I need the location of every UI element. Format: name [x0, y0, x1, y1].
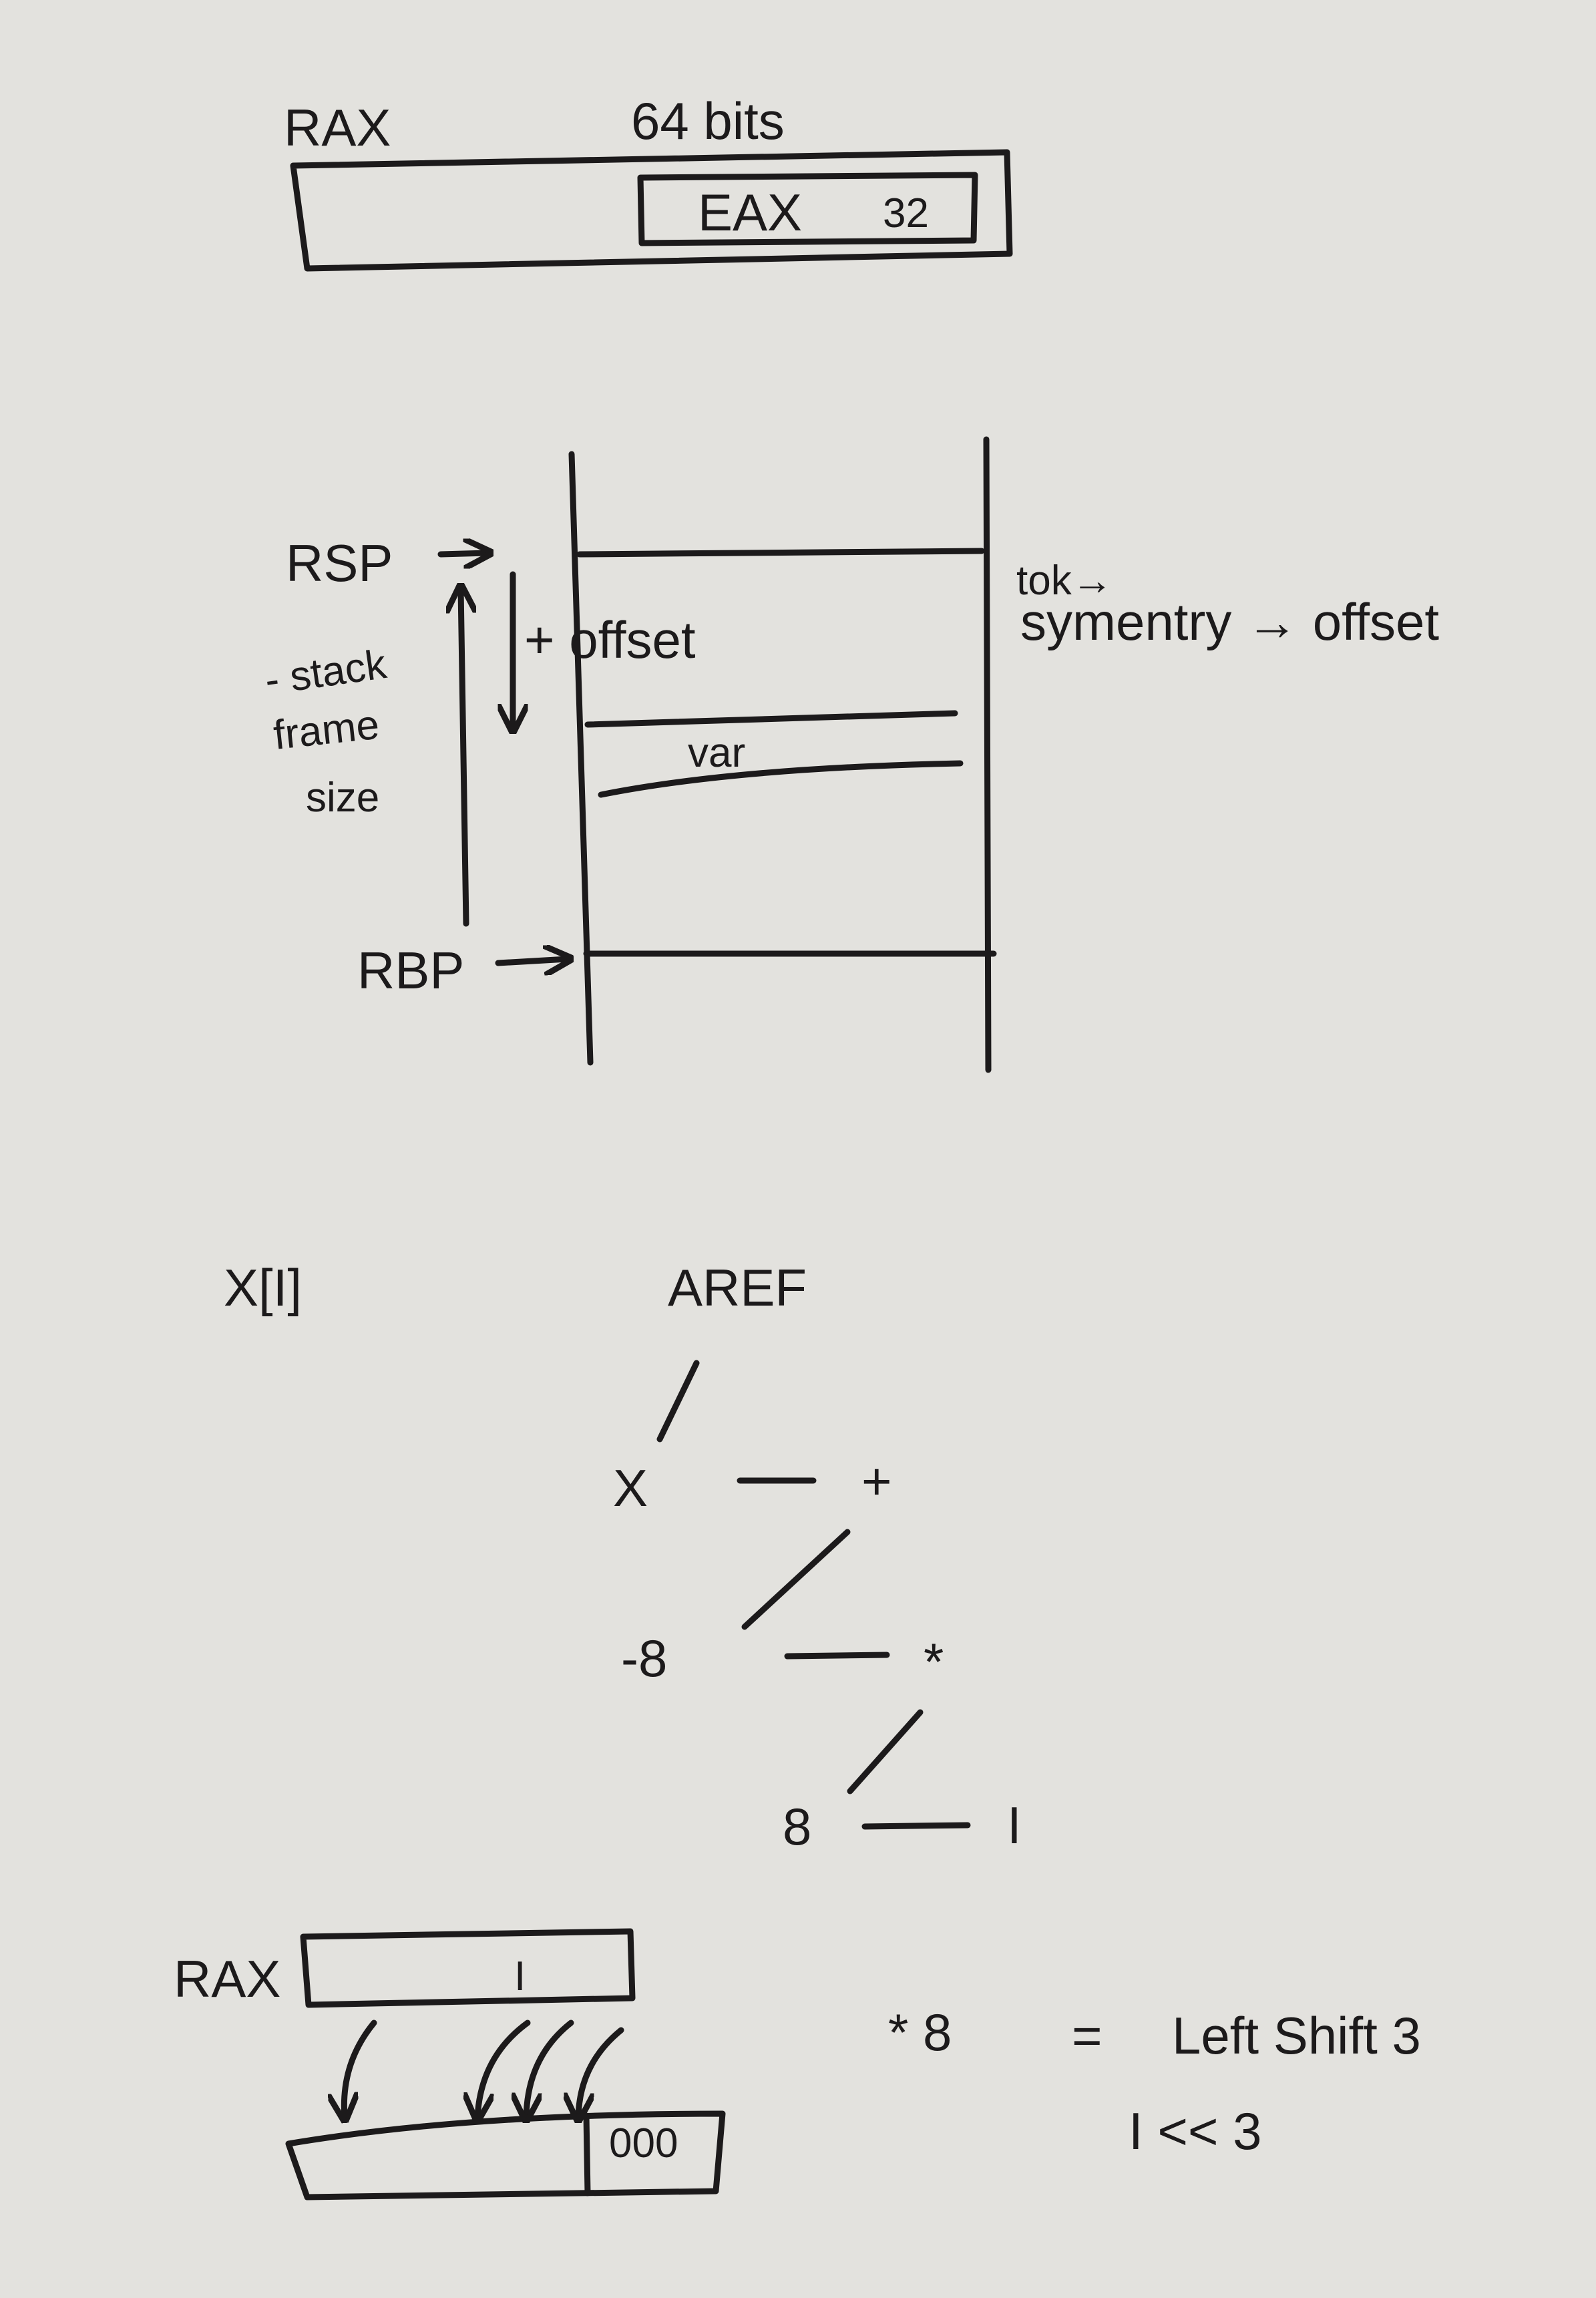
- edge-aref-x: [656, 1360, 700, 1443]
- offset-label: + offset: [524, 610, 696, 669]
- var-bottom-line: [598, 760, 964, 798]
- node-plus: +: [861, 1452, 892, 1511]
- rbp-label: RBP: [357, 941, 464, 1000]
- shift-arrow-4-icon: [578, 2027, 624, 2117]
- rbp-arrow-icon: [495, 959, 568, 963]
- node-aref: AREF: [668, 1258, 807, 1317]
- rsp-label: RSP: [286, 534, 393, 592]
- var-label: var: [688, 730, 745, 776]
- tree-diagram: X[I] AREF X + -8 * 8 I: [224, 1258, 1022, 1856]
- stack-diagram: RSP + offset - stack frame size var RBP …: [262, 436, 1439, 1073]
- shift-arrow-2-icon: [477, 2020, 531, 2117]
- var-top-line: [584, 710, 958, 728]
- eax-box: [637, 172, 978, 246]
- node-mul: *: [924, 1632, 944, 1691]
- frame-up-arrow-icon: [461, 589, 466, 927]
- frame-label-line3: size: [306, 775, 379, 821]
- rsp-arrow-icon: [437, 553, 487, 554]
- node-i: I: [1007, 1796, 1022, 1855]
- shift-arrow-1-icon: [344, 2020, 377, 2117]
- edge-minus8-mul: [784, 1652, 890, 1660]
- register-diagram: RAX 64 bits EAX 32: [284, 91, 1013, 272]
- shift-expression: I << 3: [1129, 2102, 1262, 2160]
- equation-right: Left Shift 3: [1172, 2006, 1421, 2065]
- edge-plus-minus8: [741, 1529, 851, 1630]
- eax-width-label: 32: [883, 190, 929, 236]
- node-minus8: -8: [621, 1629, 667, 1688]
- expression-label: X[I]: [224, 1258, 302, 1317]
- shifted-box-divider: [583, 2112, 591, 2196]
- rax-label-2: RAX: [174, 1949, 280, 2008]
- rsp-line: [576, 548, 985, 558]
- shift-arrow-3-icon: [526, 2020, 574, 2117]
- width-label: 64 bits: [631, 91, 785, 150]
- frame-label-line1: - stack: [262, 641, 389, 704]
- shift-diagram: RAX I 000 * 8 = Left Shift 3 I << 3: [174, 1928, 1421, 2200]
- equation-eq: =: [1072, 2006, 1103, 2065]
- value-i-label: I: [514, 1953, 526, 1999]
- stack-right-wall: [983, 436, 992, 1073]
- zeros-label: 000: [609, 2120, 678, 2166]
- node-8: 8: [783, 1797, 811, 1856]
- note-symentry: symentry → offset: [1020, 592, 1439, 651]
- shifted-box: [285, 2110, 726, 2200]
- edge-8-i: [861, 1822, 971, 1830]
- edge-mul-8: [847, 1709, 924, 1794]
- eax-label: EAX: [698, 183, 802, 242]
- node-x: X: [613, 1459, 648, 1517]
- rax-box-2: [300, 1928, 636, 2008]
- rax-label: RAX: [284, 98, 391, 157]
- equation-left: * 8: [888, 2003, 952, 2062]
- note-tok: tok→: [1016, 558, 1113, 604]
- stack-left-wall: [568, 451, 594, 1066]
- rax-box: [290, 149, 1013, 272]
- frame-label-line2: frame: [271, 702, 381, 759]
